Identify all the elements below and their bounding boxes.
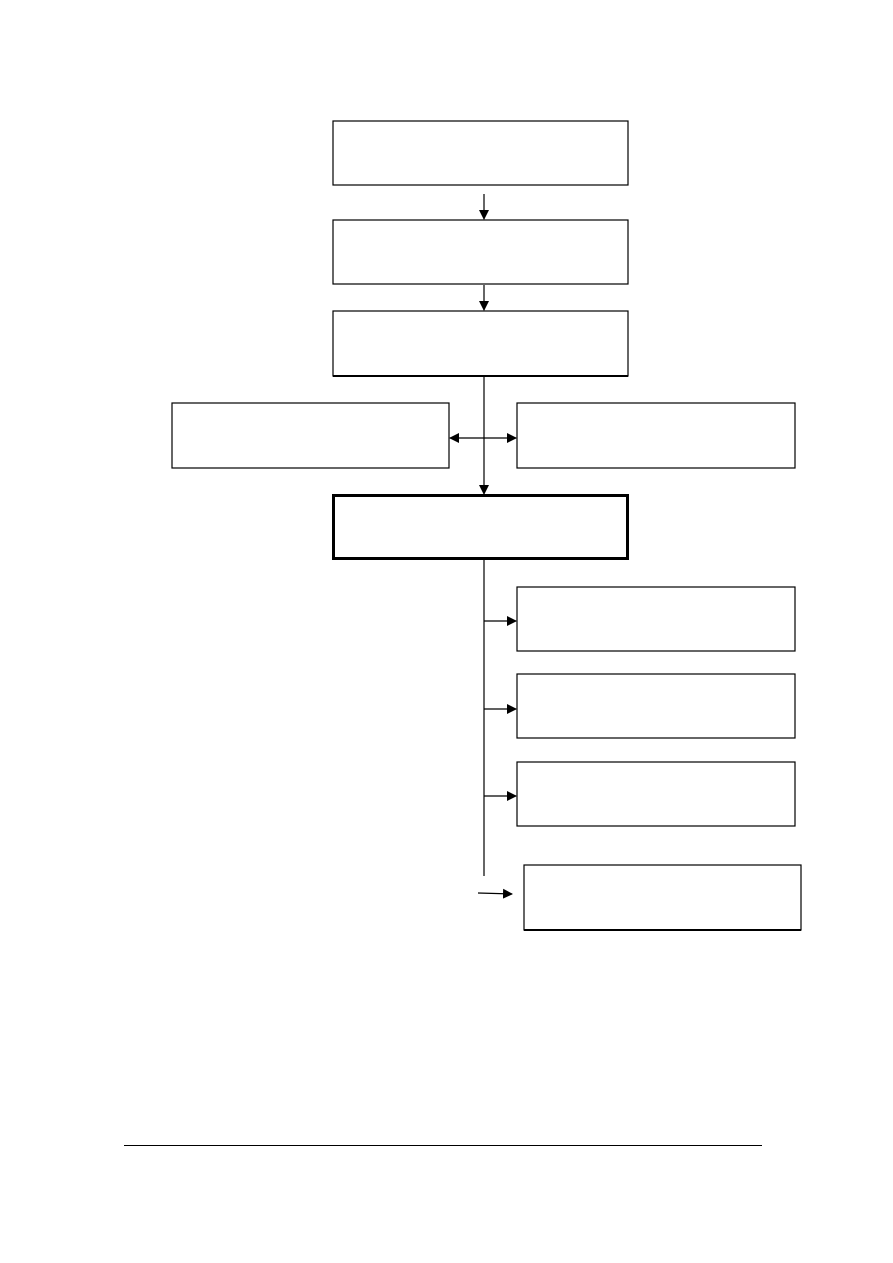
flow-box-1 bbox=[332, 120, 629, 186]
flow-box-3 bbox=[332, 310, 629, 377]
flow-box-branch-3 bbox=[516, 761, 796, 827]
flow-box-right bbox=[516, 402, 796, 469]
flow-box-branch-2 bbox=[516, 673, 796, 739]
flow-box-branch-4 bbox=[523, 864, 802, 931]
flow-box-left bbox=[171, 402, 450, 469]
flow-box-branch-1 bbox=[516, 586, 796, 652]
footer-divider bbox=[124, 1145, 762, 1146]
flow-box-2 bbox=[332, 219, 629, 285]
flow-box-central bbox=[332, 494, 629, 560]
arrow-to-branch-4 bbox=[477, 888, 513, 899]
